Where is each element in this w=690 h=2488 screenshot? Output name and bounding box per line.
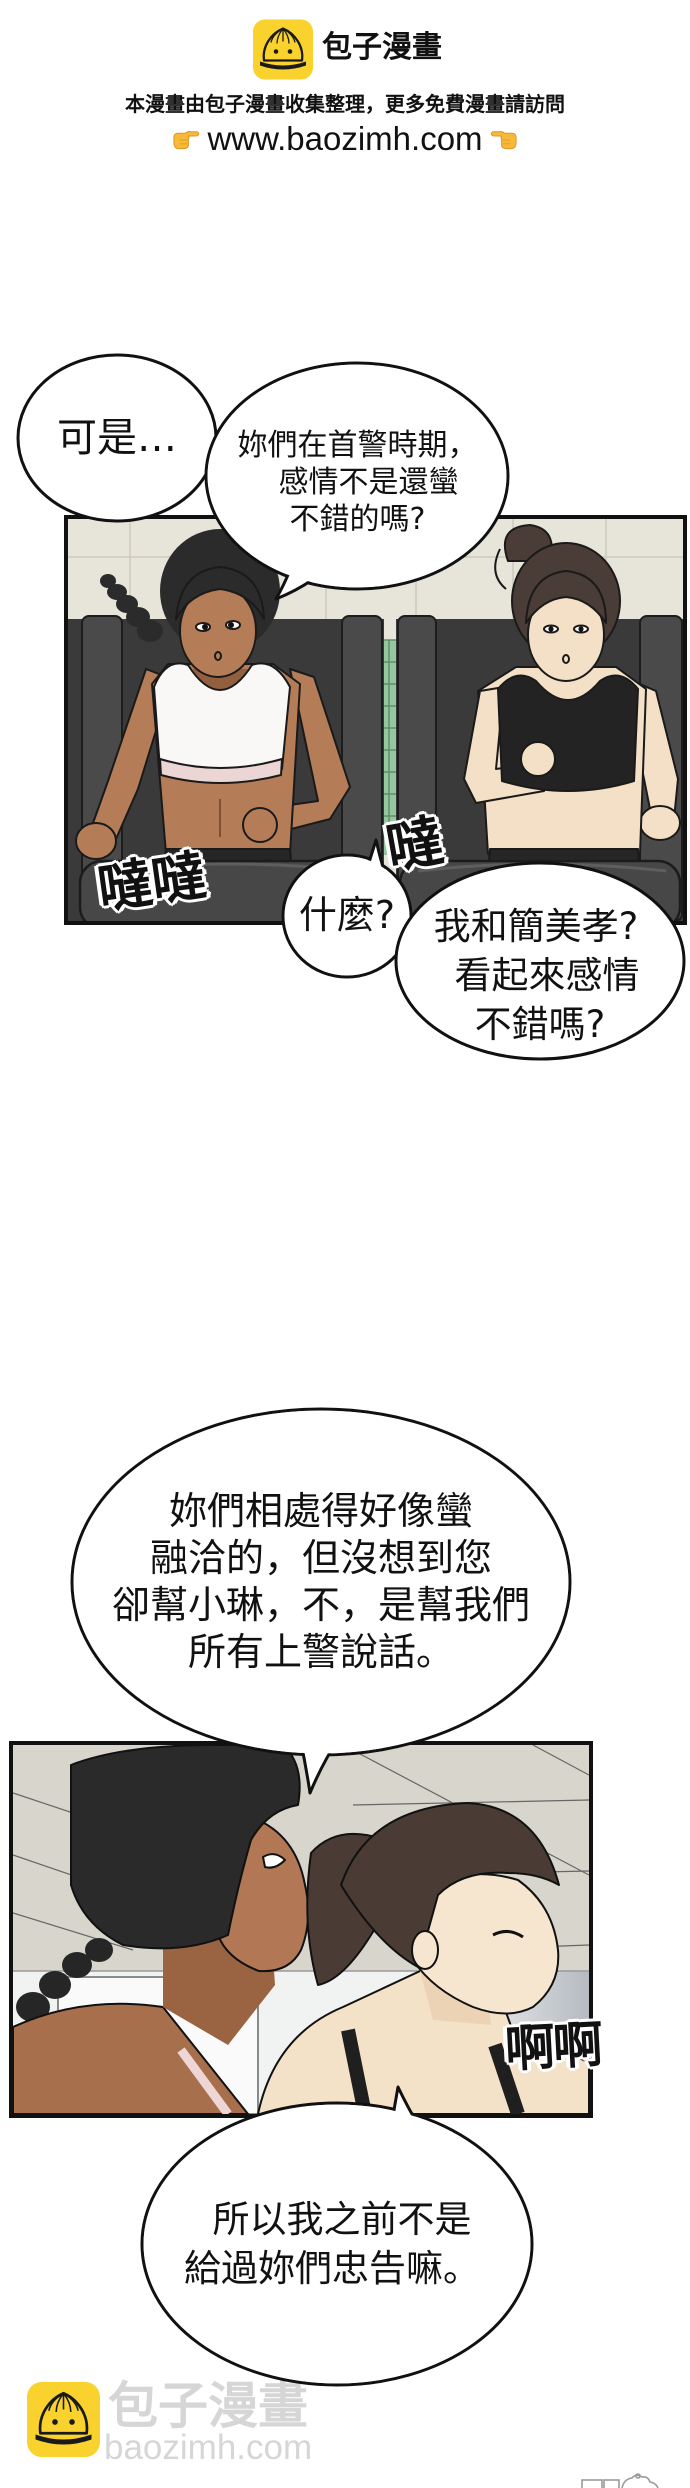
source-notice: 本漫畫由包子漫畫收集整理，更多免費漫畫請訪問 bbox=[125, 92, 565, 116]
sfx-footsteps-double: 噠噠 bbox=[94, 843, 210, 922]
brand-name: 包子漫畫 bbox=[322, 30, 442, 65]
site-url: www.baozimh.com bbox=[207, 120, 483, 157]
watermark-brand: 包子漫畫 bbox=[108, 2377, 308, 2435]
dialogue-line: 給過妳們忠告嘛。 bbox=[184, 2247, 480, 2290]
speech-bubble-2-text: 妳們在首警時期， 感情不是還蠻 不錯的嗎? bbox=[206, 427, 509, 538]
comic-panel-closeup bbox=[9, 1741, 593, 2118]
hand-pointing-left-icon bbox=[490, 128, 519, 150]
dialogue-line: 感情不是還蠻 bbox=[278, 465, 459, 500]
speech-bubble-3 bbox=[281, 838, 413, 979]
speech-bubble-5 bbox=[70, 1407, 572, 1795]
woman-dark-hair-profile bbox=[13, 1745, 310, 2114]
watermark-baozi-logo-icon bbox=[27, 2382, 100, 2457]
dialogue-line: 所有上警說話。 bbox=[187, 1630, 454, 1674]
dialogue-line: 我和簡美孝? bbox=[433, 905, 639, 948]
dialogue-line: 妳們相處得好像蠻 bbox=[168, 1489, 473, 1533]
speech-bubble-4-text: 我和簡美孝? 看起來感情 不錯嗎? bbox=[396, 902, 684, 1049]
speech-bubble-5-text: 妳們相處得好像蠻 融洽的，但沒想到您 卻幫小琳，不，是幫我們 所有上警說話。 bbox=[72, 1488, 570, 1676]
watermark-url: baozimh.com bbox=[104, 2428, 313, 2467]
baozi-logo-icon bbox=[253, 19, 313, 80]
dialogue-line: 看起來感情 bbox=[454, 954, 640, 997]
speech-bubble-2 bbox=[204, 361, 510, 601]
speech-bubble-3-text: 什麼? bbox=[283, 893, 411, 937]
dialogue-line: 什麼? bbox=[298, 893, 396, 937]
sfx-panting: 啊啊 bbox=[503, 2015, 603, 2079]
speech-bubble-4 bbox=[394, 861, 686, 1061]
woman-ponytail-profile bbox=[257, 1802, 589, 2114]
panel-2-illustration bbox=[13, 1745, 589, 2114]
dialogue-line: 可是… bbox=[57, 415, 177, 461]
speech-bubble-1-text: 可是… bbox=[18, 414, 216, 462]
dialogue-line: 妳們在首警時期， bbox=[237, 428, 478, 463]
speech-bubble-6-text: 所以我之前不是 給過妳們忠告嘛。 bbox=[142, 2195, 532, 2293]
dialogue-line: 不錯的嗎? bbox=[289, 502, 426, 537]
site-url-row: www.baozimh.com bbox=[0, 122, 690, 156]
dialogue-line: 卻幫小琳，不，是幫我們 bbox=[111, 1583, 530, 1627]
hand-pointing-right-icon bbox=[171, 128, 200, 150]
dialogue-line: 所以我之前不是 bbox=[212, 2198, 472, 2241]
partial-watermark-icon bbox=[580, 2473, 662, 2488]
speech-bubble-6 bbox=[140, 2085, 534, 2387]
dialogue-line: 融洽的，但沒想到您 bbox=[149, 1536, 492, 1580]
dialogue-line: 不錯嗎? bbox=[474, 1003, 606, 1046]
